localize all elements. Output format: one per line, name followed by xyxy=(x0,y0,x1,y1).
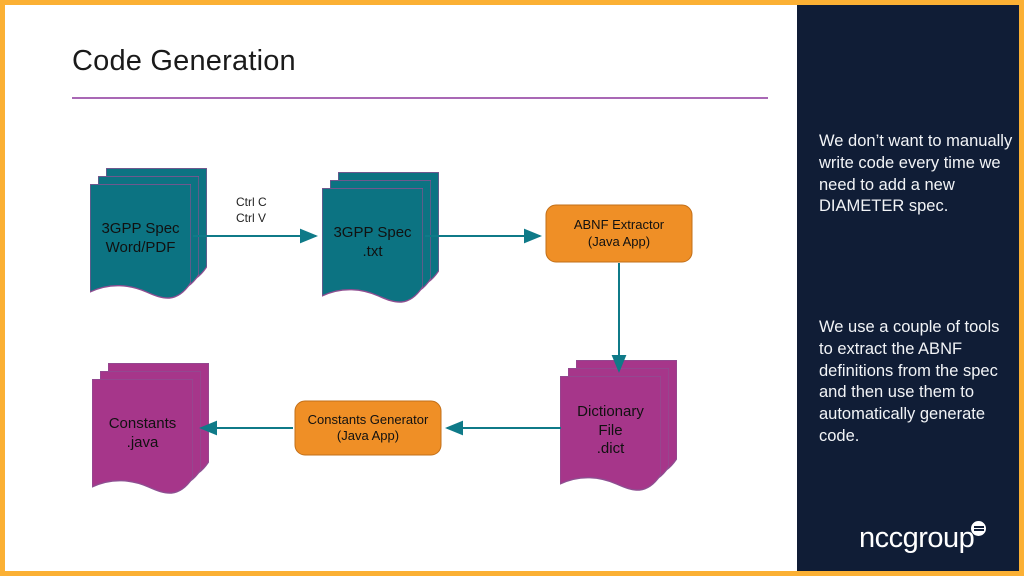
ncc-group-logo: nccgroup xyxy=(859,521,987,554)
node-abnf-extractor[interactable] xyxy=(545,204,693,263)
page-title: Code Generation xyxy=(72,45,296,77)
edge-label-copy-paste: Ctrl C Ctrl V xyxy=(236,195,267,226)
node-constants-java[interactable] xyxy=(92,363,209,494)
node-spec-txt[interactable] xyxy=(322,172,439,303)
code-generation-flow-diagram: 3GPP Spec Word/PDF 3GPP Spec .txt ABNF E… xyxy=(5,5,797,571)
node-spec-word-pdf[interactable] xyxy=(90,168,207,299)
node-dictionary-file[interactable] xyxy=(560,360,677,491)
note-paragraph-1: We don’t want to manually write code eve… xyxy=(819,132,1013,216)
logo-circle-mark-icon xyxy=(971,521,987,536)
edge-label-line: Ctrl V xyxy=(236,210,266,225)
logo-wordmark: nccgroup xyxy=(859,522,975,554)
node-constants-generator[interactable] xyxy=(294,400,442,456)
notes-panel: We don’t want to manually write code eve… xyxy=(797,5,1019,571)
diagram-shapes xyxy=(90,168,693,494)
slide-body: Code Generation xyxy=(5,5,797,571)
edge-label-line: Ctrl C xyxy=(236,195,267,209)
title-divider xyxy=(72,97,768,99)
note-paragraph-2: We use a couple of tools to extract the … xyxy=(819,318,1000,445)
